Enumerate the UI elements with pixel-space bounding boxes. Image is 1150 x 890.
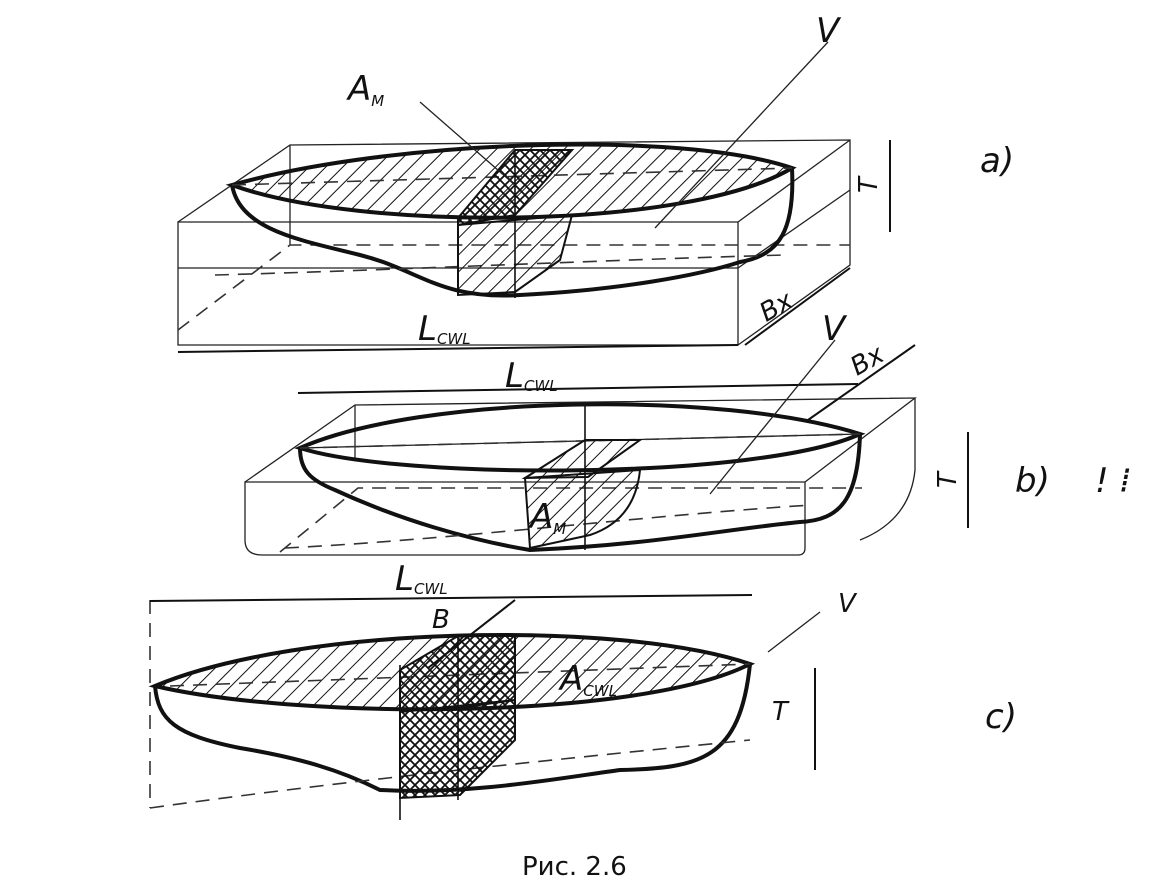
figure-caption: Рис. 2.6 [522, 852, 627, 882]
length-label-b: LCWL [505, 356, 558, 396]
figure-a: AM V T Bx LCWL a) [177, 11, 1014, 353]
length-label-c: LCWL [395, 559, 448, 599]
beam-dim-c [427, 599, 516, 669]
beam-label-a: Bx [755, 285, 799, 328]
draft-label-b: T [933, 470, 963, 488]
volume-leader-c [767, 611, 821, 653]
volume-label-c: V [838, 589, 858, 619]
waterplane-section-c [399, 635, 516, 820]
panel-mark-b: ! ⁞ [1095, 461, 1130, 501]
length-dim-b [297, 383, 859, 394]
beam-dim-a [744, 267, 851, 346]
midship-section-b [521, 405, 644, 550]
volume-label-b: V [822, 309, 848, 349]
beam-label-c: B [432, 605, 450, 635]
volume-leader-a [654, 41, 829, 229]
waterplane-area-label-c: ACWL [558, 659, 617, 700]
midship-area-label-a: AM [346, 69, 384, 110]
draft-label-a: T [854, 175, 884, 193]
panel-label-a: a) [980, 141, 1014, 181]
volume-leader-b [709, 339, 836, 495]
volume-label-a: V [816, 11, 842, 51]
beam-dim-b [807, 344, 916, 421]
length-dim-a [177, 344, 739, 353]
length-dim-c [149, 594, 753, 602]
panel-label-c: c) [985, 697, 1017, 737]
midship-leader-a [419, 101, 516, 186]
bounding-box-a [177, 139, 851, 346]
beam-label-b: Bx [846, 339, 890, 382]
panel-label-b: b) [1015, 461, 1050, 501]
figure-c: LCWL B V ACWL T c) [148, 559, 1017, 820]
midship-area-label-b: AM [528, 497, 566, 538]
length-label-a: LCWL [418, 309, 471, 349]
figure-b: LCWL V Bx T AM b) ! ⁞ [244, 309, 1130, 556]
midship-section-a [457, 149, 575, 298]
draft-label-c: T [772, 697, 790, 727]
